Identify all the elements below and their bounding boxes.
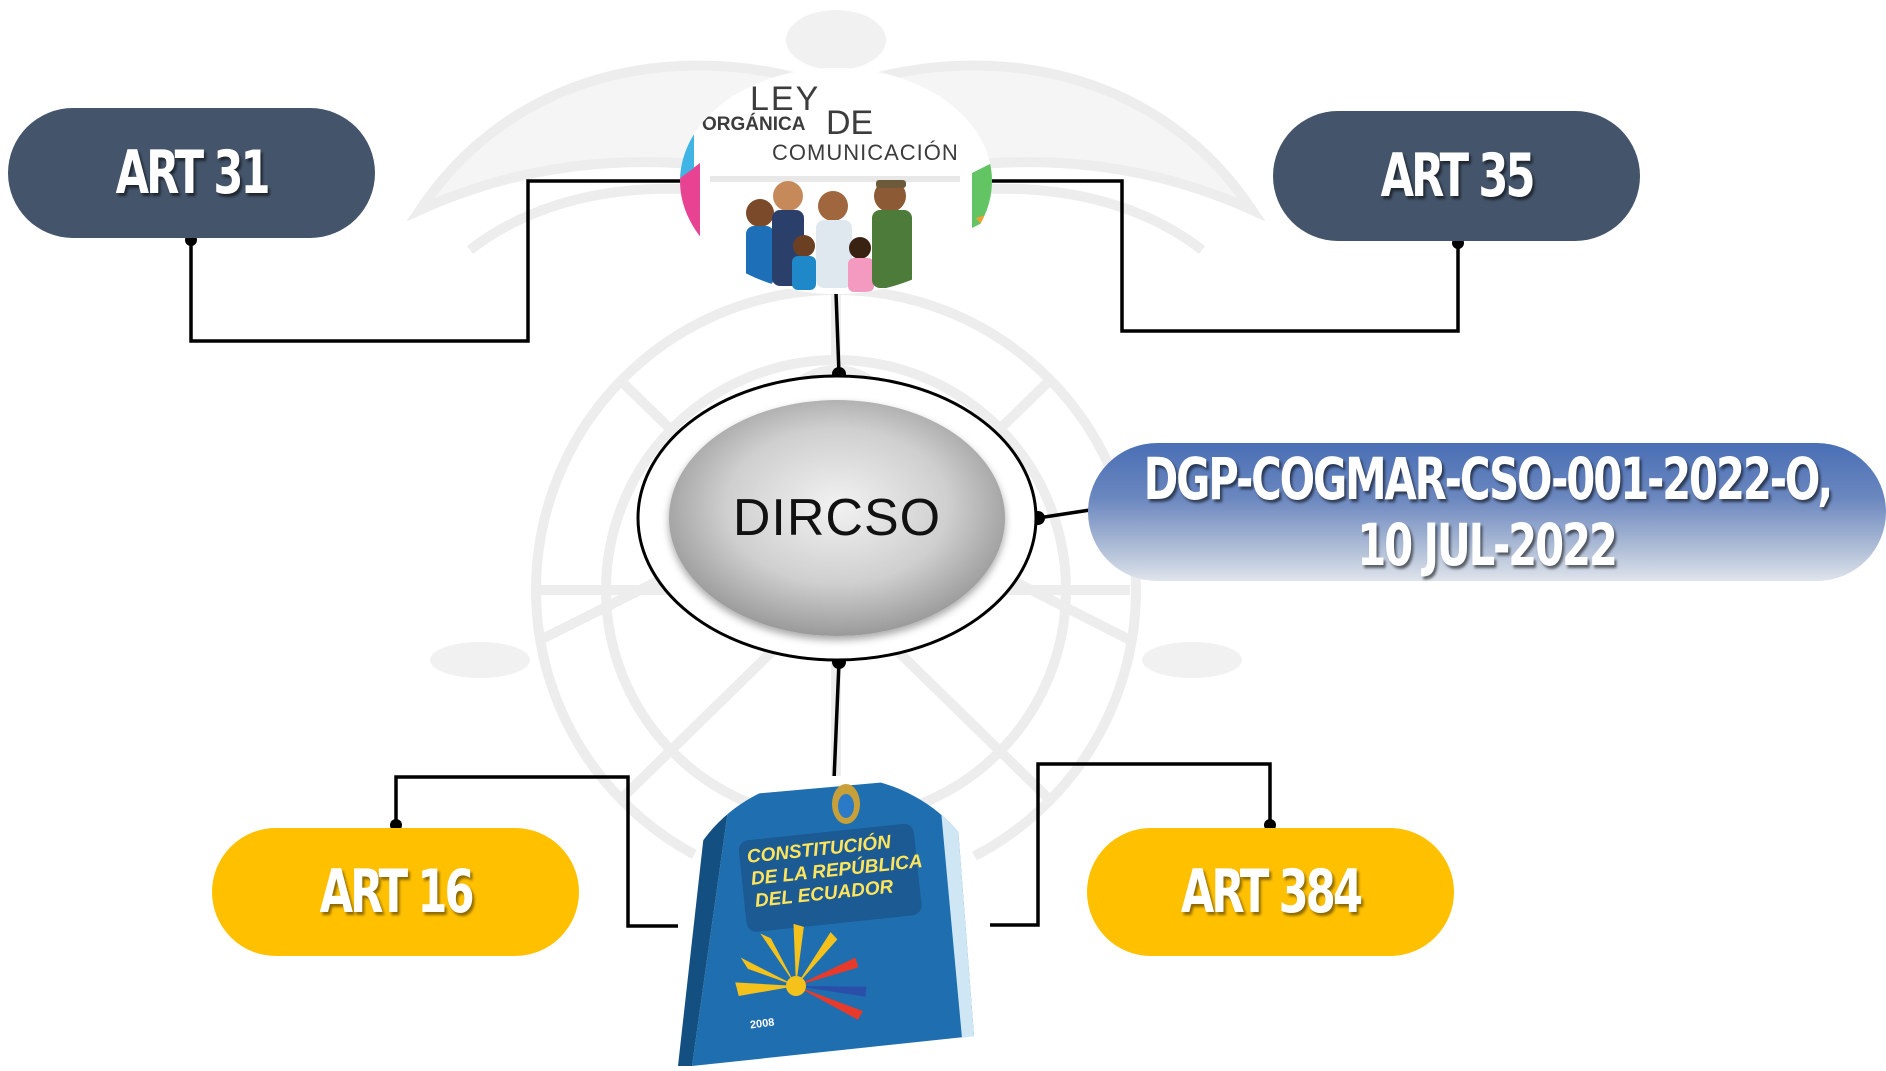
- ley-comunicacion-word: COMUNICACIÓN: [772, 140, 959, 165]
- dircso-label: DIRCSO: [732, 489, 942, 547]
- document-reference-node: DGP-COGMAR-CSO-001-2022-O, 10 JUL-2022: [1088, 443, 1886, 581]
- ley-word: LEY: [750, 80, 821, 118]
- art-35-node: ART 35: [1273, 111, 1640, 241]
- dircso-center-node: DIRCSO: [636, 374, 1038, 662]
- family-illustration-icon: [680, 68, 992, 294]
- dircso-ellipse-shape: [636, 374, 1038, 662]
- ecuador-coat-of-arms-icon: [832, 784, 860, 824]
- art-31-node: ART 31: [8, 108, 375, 238]
- art-35-label: ART 35: [1380, 141, 1535, 211]
- ley-comunicacion-image: LEY ORGÁNICA DE COMUNICACIÓN: [680, 68, 992, 294]
- constitucion-image: CONSTITUCIÓN DE LA REPÚBLICA DEL ECUADOR…: [678, 776, 990, 1071]
- document-reference-line2: 10 JUL-2022: [1357, 511, 1619, 579]
- art-384-node: ART 384: [1087, 828, 1454, 956]
- ley-organica-word: ORGÁNICA: [702, 114, 806, 135]
- document-reference-line1: DGP-COGMAR-CSO-001-2022-O,: [1143, 445, 1833, 513]
- art-31-label: ART 31: [115, 138, 270, 208]
- art-384-label: ART 384: [1180, 857, 1363, 927]
- art-16-label: ART 16: [319, 857, 474, 927]
- constitution-book-icon: [678, 776, 990, 1071]
- art-16-node: ART 16: [212, 828, 579, 956]
- ley-de-word: DE: [826, 104, 874, 142]
